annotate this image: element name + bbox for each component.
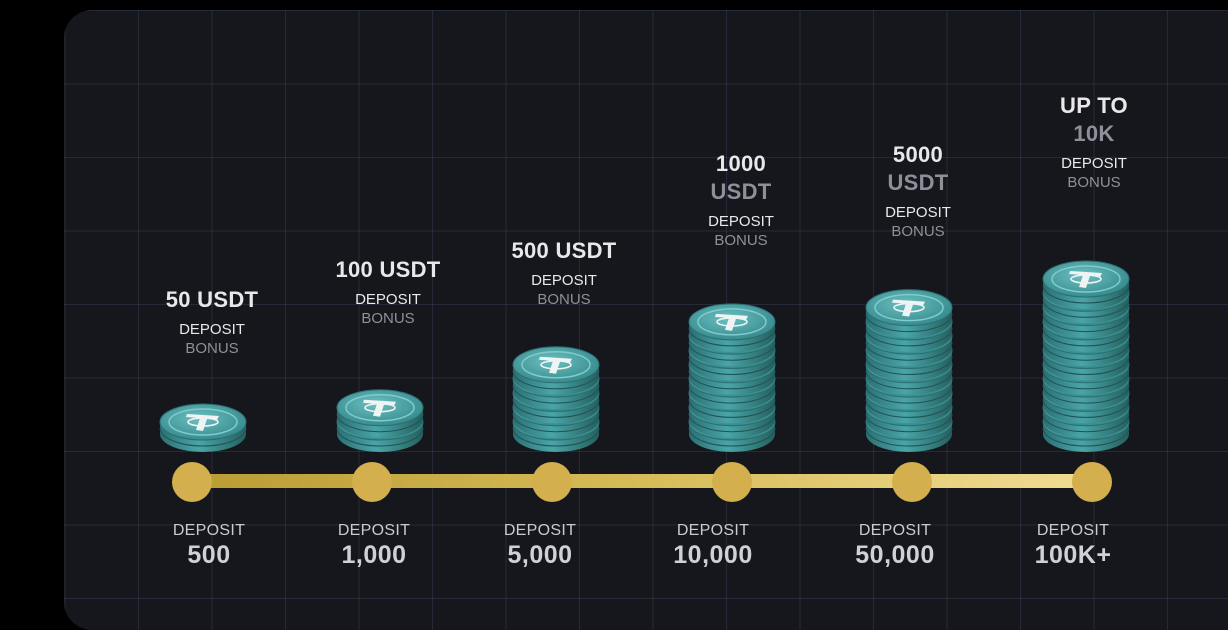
tier-4-label-bonus: BONUS bbox=[714, 232, 768, 249]
coin-stack-6 bbox=[1042, 260, 1130, 452]
deposit-tier-6: DEPOSIT 100K+ bbox=[1008, 522, 1138, 570]
tier-3-amount-text: 500 USDT bbox=[511, 238, 617, 263]
tier-2-heading: 100 USDT DEPOSIT BONUS bbox=[313, 256, 463, 328]
tier-6-label-bonus: BONUS bbox=[1067, 174, 1121, 191]
tier-1-heading: 50 USDT DEPOSIT BONUS bbox=[142, 286, 282, 358]
deposit-tier-3: DEPOSIT 5,000 bbox=[475, 522, 605, 570]
deposit-value: 5,000 bbox=[507, 541, 573, 569]
tether-coin-icon bbox=[521, 351, 591, 379]
tier-2-amount-text: 100 USDT bbox=[335, 257, 441, 282]
deposit-label: DEPOSIT bbox=[1036, 522, 1110, 539]
tier-1-label-bonus: BONUS bbox=[185, 340, 239, 357]
tier-2-amount: 100 USDT bbox=[313, 256, 463, 284]
milestone-dot-4 bbox=[712, 462, 752, 502]
deposit-value: 10,000 bbox=[673, 541, 753, 569]
coin-stack-5 bbox=[865, 289, 953, 452]
tier-5-amount-line2: USDT bbox=[887, 170, 949, 195]
deposit-label: DEPOSIT bbox=[172, 522, 246, 539]
coin-stack-1 bbox=[159, 403, 247, 452]
milestone-dot-2 bbox=[352, 462, 392, 502]
milestone-dot-1 bbox=[172, 462, 212, 502]
tier-3-label-deposit: DEPOSIT bbox=[531, 272, 597, 289]
deposit-label: DEPOSIT bbox=[337, 522, 411, 539]
deposit-value: 50,000 bbox=[855, 541, 935, 569]
tier-6-label-deposit: DEPOSIT bbox=[1061, 155, 1127, 172]
deposit-label: DEPOSIT bbox=[503, 522, 577, 539]
tier-6-amount-line2: 10K bbox=[1073, 121, 1115, 146]
tier-5-amount-line1: 5000 bbox=[892, 142, 944, 167]
milestone-dot-5 bbox=[892, 462, 932, 502]
deposit-label: DEPOSIT bbox=[676, 522, 750, 539]
tier-5-bonus-label: DEPOSIT BONUS bbox=[853, 203, 983, 241]
bonus-panel bbox=[64, 10, 1228, 630]
tier-2-label-deposit: DEPOSIT bbox=[355, 291, 421, 308]
milestone-dot-6 bbox=[1072, 462, 1112, 502]
tether-coin-icon bbox=[168, 408, 238, 436]
coin-stacks bbox=[159, 260, 1130, 452]
tier-6-amount: UP TO 10K bbox=[1029, 92, 1159, 148]
deposit-value: 100K+ bbox=[1034, 541, 1112, 569]
tether-coin-icon bbox=[1051, 265, 1121, 293]
tier-4-label-deposit: DEPOSIT bbox=[708, 213, 774, 230]
progress-track bbox=[192, 474, 1092, 488]
tier-3-label-bonus: BONUS bbox=[537, 291, 591, 308]
coin-stack-2 bbox=[336, 389, 424, 452]
tier-4-amount-line1: 1000 bbox=[715, 151, 767, 176]
tier-6-amount-line1: UP TO bbox=[1060, 93, 1128, 118]
tier-2-label-bonus: BONUS bbox=[361, 310, 415, 327]
milestone-dot-3 bbox=[532, 462, 572, 502]
tier-3-heading: 500 USDT DEPOSIT BONUS bbox=[489, 237, 639, 309]
background-grid bbox=[64, 10, 1228, 630]
coin-stack-3 bbox=[512, 346, 600, 452]
deposit-value: 1,000 bbox=[341, 541, 407, 569]
deposit-value: 500 bbox=[187, 541, 231, 569]
coin bbox=[336, 389, 424, 438]
tier-5-label-deposit: DEPOSIT bbox=[885, 204, 951, 221]
tether-coin-icon bbox=[345, 393, 415, 422]
tier-3-amount: 500 USDT bbox=[489, 237, 639, 265]
tether-coin-icon bbox=[697, 308, 767, 336]
deposit-tier-5: DEPOSIT 50,000 bbox=[830, 522, 960, 570]
deposit-tier-1: DEPOSIT 500 bbox=[144, 522, 274, 570]
tier-4-amount-line2: USDT bbox=[710, 179, 772, 204]
coin-stack-4 bbox=[688, 303, 776, 452]
deposit-label: DEPOSIT bbox=[858, 522, 932, 539]
deposit-tier-2: DEPOSIT 1,000 bbox=[309, 522, 439, 570]
tier-2-bonus-label: DEPOSIT BONUS bbox=[313, 290, 463, 328]
tier-4-bonus-label: DEPOSIT BONUS bbox=[676, 212, 806, 250]
tier-3-bonus-label: DEPOSIT BONUS bbox=[489, 271, 639, 309]
tier-1-label-deposit: DEPOSIT bbox=[179, 321, 245, 338]
tier-5-label-bonus: BONUS bbox=[891, 223, 945, 240]
tier-6-bonus-label: DEPOSIT BONUS bbox=[1029, 154, 1159, 192]
tier-1-amount-text: 50 USDT bbox=[165, 287, 259, 312]
tier-6-heading: UP TO 10K DEPOSIT BONUS bbox=[1029, 92, 1159, 192]
tier-1-amount: 50 USDT bbox=[142, 286, 282, 314]
deposit-tier-4: DEPOSIT 10,000 bbox=[648, 522, 778, 570]
tether-coin-icon bbox=[874, 293, 944, 322]
tier-1-bonus-label: DEPOSIT BONUS bbox=[142, 320, 282, 358]
